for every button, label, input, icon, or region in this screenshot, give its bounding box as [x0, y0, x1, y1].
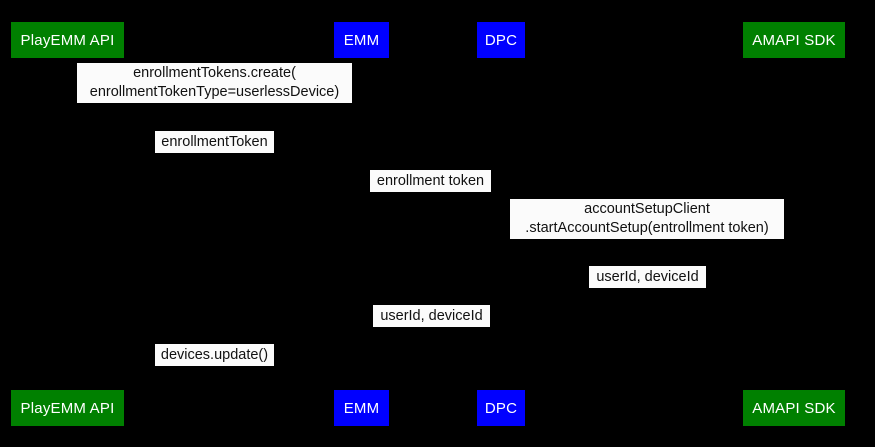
participant-amapi-sdk-bottom[interactable]: AMAPI SDK	[743, 390, 845, 426]
message-label-6: userId, deviceId	[373, 305, 490, 327]
message-line-4	[500, 241, 793, 242]
participant-label: DPC	[484, 31, 518, 49]
lifeline-dpc	[500, 57, 501, 382]
message-line-1	[67, 106, 361, 107]
message-line-3	[361, 202, 500, 203]
message-label-7: devices.update()	[155, 344, 274, 366]
participant-emm-bottom[interactable]: EMM	[334, 390, 389, 426]
message-arrowhead-3	[492, 199, 500, 207]
message-arrowhead-1	[67, 103, 75, 111]
message-label-line-1: enrollment token	[376, 173, 485, 189]
message-arrowhead-7	[67, 373, 75, 381]
lifeline-playemm-api	[67, 57, 68, 382]
participant-label: PlayEMM API	[20, 399, 115, 417]
message-arrowhead-5	[500, 295, 508, 303]
participant-label: AMAPI SDK	[752, 399, 836, 417]
message-line-2	[67, 163, 361, 164]
participant-emm-top[interactable]: EMM	[334, 22, 389, 58]
message-label-line-1: devices.update()	[160, 347, 269, 363]
message-label-line-1: enrollmentToken	[161, 134, 268, 150]
message-line-6	[361, 337, 500, 338]
message-arrowhead-2	[353, 160, 361, 168]
lifeline-amapi-sdk	[793, 57, 794, 382]
message-label-line-2: .startAccountSetup(entrollment token)	[525, 220, 769, 236]
message-line-5	[500, 298, 793, 299]
message-label-5: userId, deviceId	[589, 266, 706, 288]
participant-label: AMAPI SDK	[752, 31, 836, 49]
message-label-line-1: userId, deviceId	[380, 308, 483, 324]
participant-label: EMM	[343, 399, 380, 417]
message-label-line-1: accountSetupClient	[584, 201, 710, 217]
participant-playemm-api-bottom[interactable]: PlayEMM API	[11, 390, 124, 426]
lifeline-emm	[361, 57, 362, 382]
message-label-line-2: enrollmentTokenType=userlessDevice)	[89, 84, 340, 100]
participant-dpc-bottom[interactable]: DPC	[477, 390, 525, 426]
message-label-line-1: userId, deviceId	[596, 269, 699, 285]
participant-playemm-api-top[interactable]: PlayEMM API	[11, 22, 124, 58]
participant-dpc-top[interactable]: DPC	[477, 22, 525, 58]
participant-label: PlayEMM API	[20, 31, 115, 49]
participant-label: EMM	[343, 31, 380, 49]
message-arrowhead-4	[785, 238, 793, 246]
participant-label: DPC	[484, 399, 518, 417]
message-label-1: enrollmentTokens.create( enrollmentToken…	[77, 63, 352, 103]
participant-amapi-sdk-top[interactable]: AMAPI SDK	[743, 22, 845, 58]
message-label-2: enrollmentToken	[155, 131, 274, 153]
message-arrowhead-6	[361, 334, 369, 342]
message-line-7	[67, 376, 361, 377]
message-label-3: enrollment token	[370, 170, 491, 192]
message-label-line-1: enrollmentTokens.create(	[133, 65, 296, 81]
message-label-4: accountSetupClient .startAccountSetup(en…	[510, 199, 784, 239]
